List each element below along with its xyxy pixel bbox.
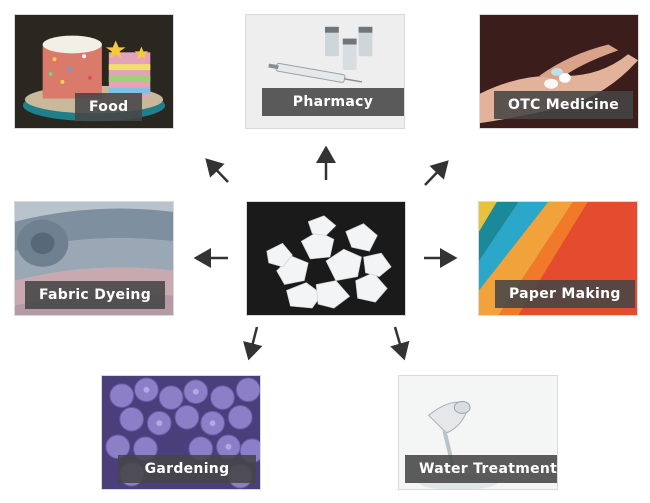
otc-medicine-label: OTC Medicine — [494, 91, 634, 119]
center-product-image — [247, 202, 405, 315]
pharmacy-label: Pharmacy — [262, 88, 404, 116]
food-tile: Food — [14, 14, 174, 129]
fabric-dyeing-label: Fabric Dyeing — [25, 281, 166, 309]
fabric-dyeing-tile: Fabric Dyeing — [14, 201, 174, 316]
water-treatment-tile: Water Treatment — [398, 375, 558, 490]
arrow-to-gardening-icon — [243, 326, 263, 361]
paper-making-label: Paper Making — [495, 280, 635, 308]
pharmacy-tile: Pharmacy — [245, 14, 405, 129]
water-treatment-image — [399, 376, 557, 489]
food-label: Food — [75, 93, 143, 121]
gardening-label: Gardening — [118, 455, 256, 483]
arrow-to-water-treatment-icon — [390, 326, 410, 361]
gardening-tile: Gardening — [101, 375, 261, 490]
arrow-to-otc-medicine-icon — [424, 160, 449, 186]
paper-making-tile: Paper Making — [478, 201, 638, 316]
center-product-tile — [246, 201, 406, 316]
arrow-to-food-icon — [205, 158, 229, 183]
otc-medicine-tile: OTC Medicine — [479, 14, 639, 129]
water-treatment-label: Water Treatment — [405, 455, 557, 483]
